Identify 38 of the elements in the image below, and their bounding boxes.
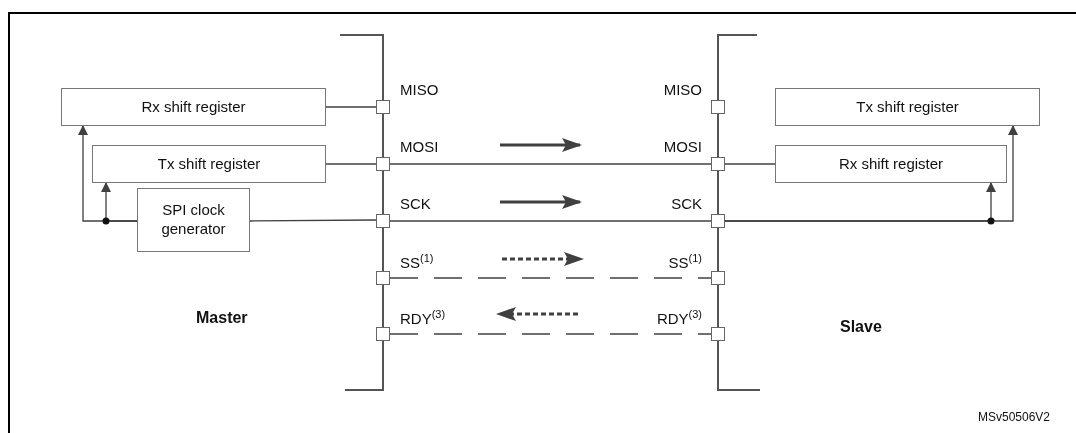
pin-square: [376, 157, 390, 171]
shift-register-box: Rx shift register: [775, 145, 1007, 183]
pin-label: MISO: [400, 81, 439, 98]
connector: [389, 163, 712, 165]
pin-label: MOSI: [400, 138, 439, 155]
pin-square: [376, 327, 390, 341]
connector: [325, 163, 377, 165]
connector: [389, 220, 712, 222]
connector: [249, 219, 377, 222]
pin-square: [376, 100, 390, 114]
connector: [724, 163, 776, 165]
pin-label: SS$^{(1)}$: [400, 252, 434, 271]
figure-id: MSv50506V2: [978, 410, 1051, 424]
shift-register-box: Rx shift register: [61, 88, 326, 126]
shift-register-box: Tx shift register: [92, 145, 326, 183]
pin-label: MISO: [663, 81, 702, 98]
connector: [101, 182, 138, 222]
pin-label: SS$^{(1)}$: [668, 252, 702, 271]
pin-label: SCK: [400, 195, 431, 212]
pin-square: [711, 327, 725, 341]
device-label: Master: [196, 309, 248, 327]
pin-square: [711, 100, 725, 114]
pin-square: [711, 271, 725, 285]
pin-label: SCK: [671, 195, 702, 212]
connector: [325, 106, 377, 108]
pin-label: RDY$^{(3)}$: [656, 308, 702, 327]
pin-square: [376, 214, 390, 228]
connector: [389, 277, 712, 279]
pin-label: MOSI: [663, 138, 702, 155]
pin-square: [711, 157, 725, 171]
shift-register-box: Tx shift register: [775, 88, 1040, 126]
clock-generator-box: SPI clock generator: [137, 188, 250, 252]
pin-square: [376, 271, 390, 285]
device-label: Slave: [840, 318, 882, 336]
connector: [389, 333, 712, 335]
pin-label: RDY$^{(3)}$: [400, 308, 446, 327]
pin-square: [711, 214, 725, 228]
connector: [724, 182, 996, 222]
